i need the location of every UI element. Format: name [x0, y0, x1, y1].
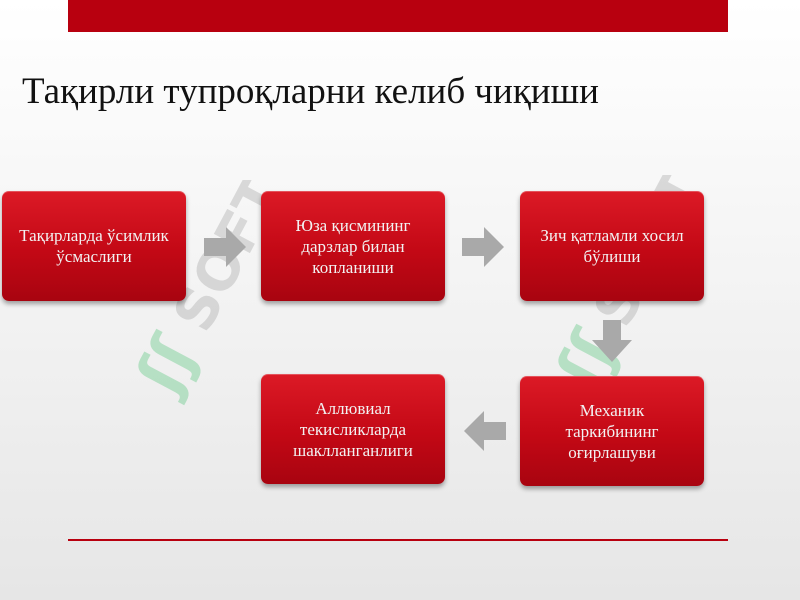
arrow-down-icon	[592, 320, 632, 362]
flow-step-label: Аллювиал текисликларда шаклланганлиги	[293, 398, 413, 460]
flow-step-1: Тақирларда ўсимлик ўсмаслиги	[2, 191, 186, 301]
arrow-right-icon	[204, 227, 246, 267]
top-accent-bar	[68, 0, 728, 32]
svg-text:ʃʃ: ʃʃ	[121, 323, 212, 406]
flow-step-5: Аллювиал текисликларда шаклланганлиги	[261, 374, 445, 484]
flow-step-label: Зич қатламли хосил бўлиши	[540, 226, 684, 266]
slide-title: Тақирли тупроқларни келиб чиқиши	[22, 71, 599, 112]
flow-step-3: Зич қатламли хосил бўлиши	[520, 191, 704, 301]
flow-step-2: Юза қисмининг дарзлар билан копланиши	[261, 191, 445, 301]
flow-step-4: Механик таркибининг оғирлашуви	[520, 376, 704, 486]
arrow-left-icon	[464, 411, 506, 451]
bottom-divider	[68, 539, 728, 541]
flow-step-label: Юза қисмининг дарзлар билан копланиши	[295, 215, 411, 277]
flow-step-label: Тақирларда ўсимлик ўсмаслиги	[19, 226, 169, 266]
arrow-right-icon	[462, 227, 504, 267]
flow-step-label: Механик таркибининг оғирлашуви	[565, 400, 659, 462]
